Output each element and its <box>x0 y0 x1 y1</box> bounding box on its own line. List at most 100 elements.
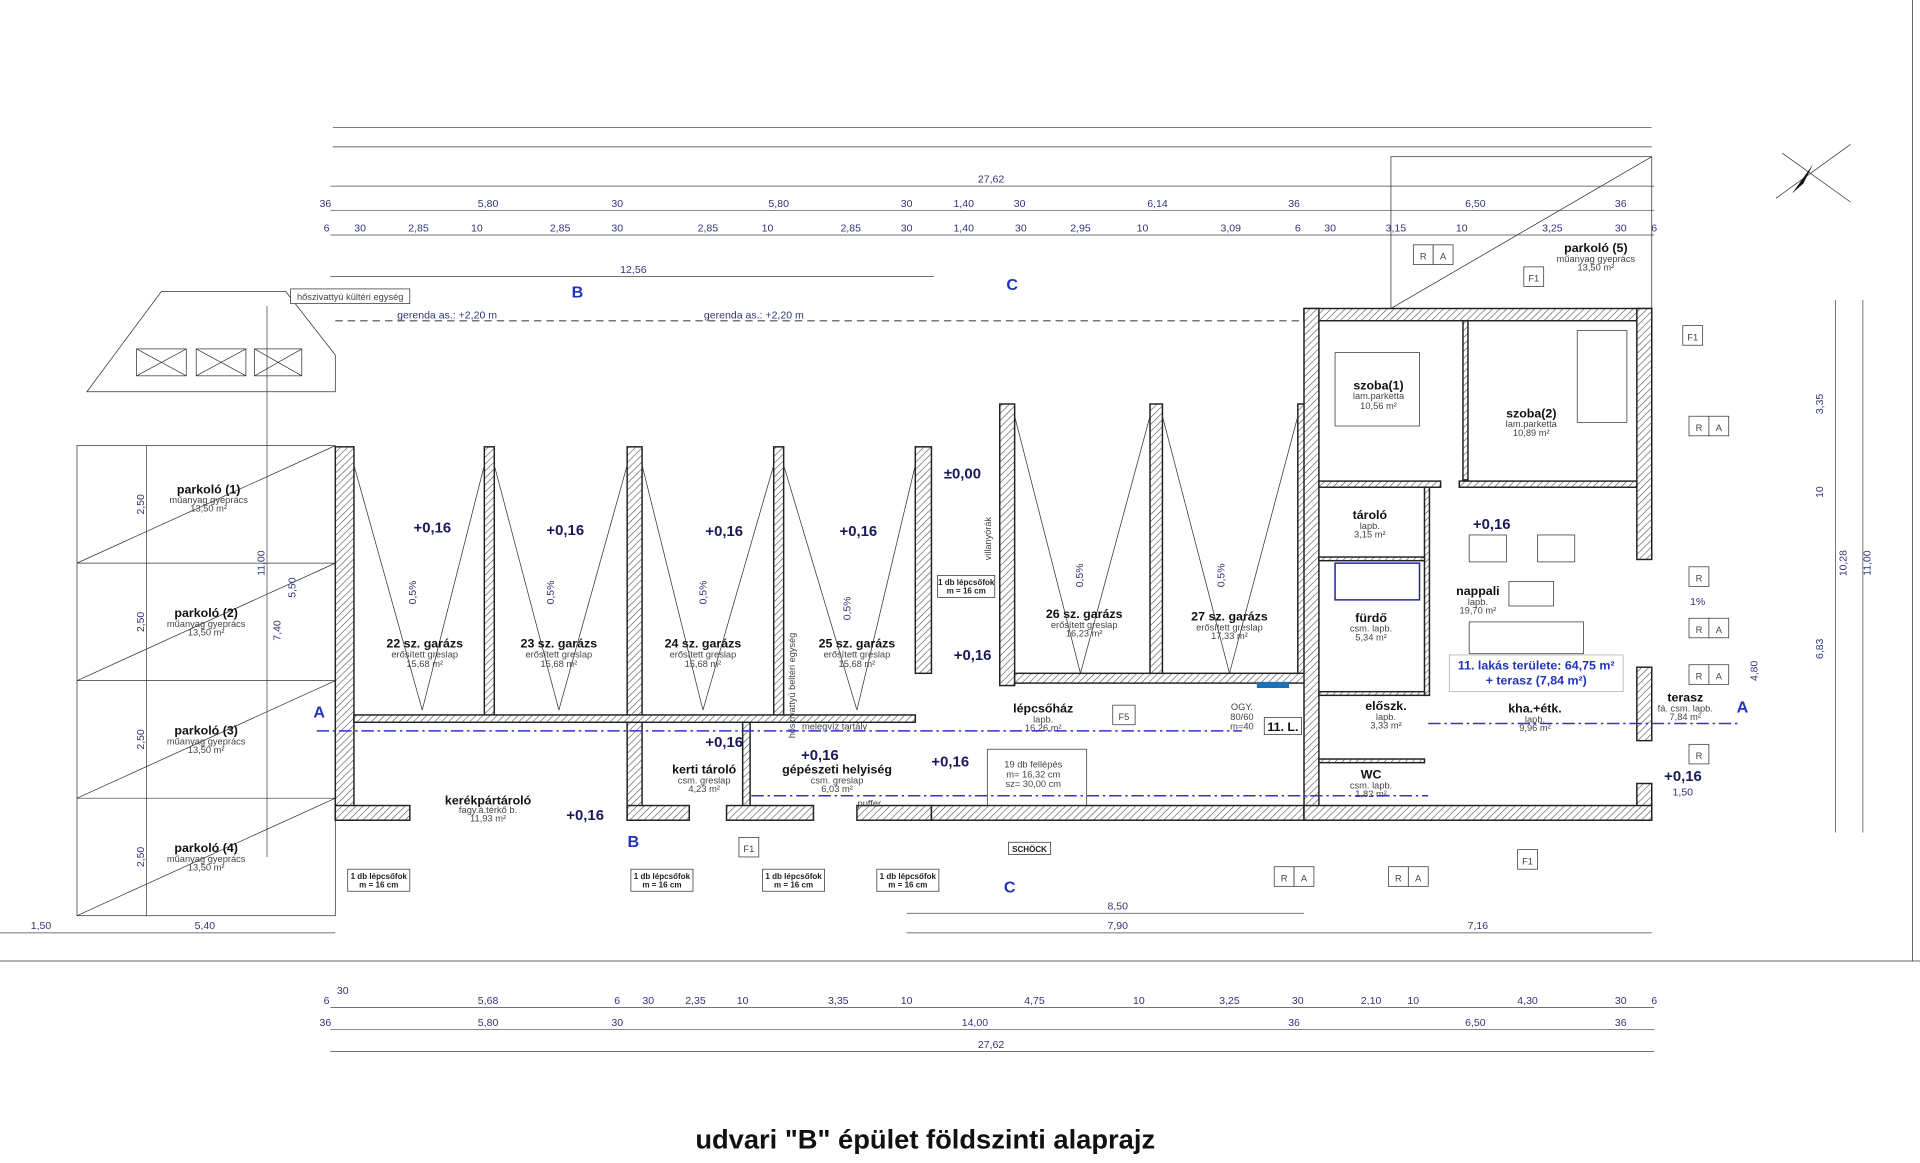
plan-label: 10 <box>1407 996 1419 1007</box>
plan-label: kerti tároló <box>672 763 737 777</box>
plan-label: +0,16 <box>931 754 969 770</box>
plan-label: OGY. <box>1231 702 1253 712</box>
plan-label: 2,85 <box>698 223 719 234</box>
plan-label: 6 <box>324 996 330 1007</box>
plan-label: 1 db lépcsőfok <box>765 872 822 881</box>
plan-label: R <box>1696 625 1703 635</box>
plan-label: 3,33 m² <box>1370 720 1402 730</box>
plan-label: villanyórák <box>983 517 993 561</box>
plan-label: 26 sz. garázs <box>1046 607 1123 621</box>
plan-label: 5,80 <box>478 199 499 210</box>
plan-label: 10,28 <box>1839 550 1850 576</box>
plan-label: 30 <box>1615 223 1627 234</box>
plan-label: 7,84 m² <box>1670 712 1702 722</box>
plan-label: 2,10 <box>1361 996 1382 1007</box>
plan-label: 6 <box>1651 223 1657 234</box>
plan-label: 10 <box>901 996 913 1007</box>
plan-label: 5,50 <box>288 577 299 597</box>
plan-label: 4,23 m² <box>688 784 720 794</box>
plan-label: F5 <box>1119 712 1130 722</box>
plan-label: 1,82 m² <box>1355 789 1387 799</box>
plan-label: 23 sz. garázs <box>521 637 598 651</box>
terrace-area: + terasz (7,84 m²) <box>1486 673 1587 687</box>
plan-label: 36 <box>1288 199 1300 210</box>
plan-label: erősített greslap <box>670 649 737 659</box>
plan-label: A <box>1301 873 1308 883</box>
plan-label: F1 <box>1522 856 1533 866</box>
plan-label: lam.parketta <box>1353 391 1405 401</box>
plan-label: 11,00 <box>1862 550 1873 575</box>
plan-label: erősített greslap <box>1051 620 1118 630</box>
plan-label: műanyag gyeprács <box>169 495 248 505</box>
plan-label: 10 <box>762 223 774 234</box>
plan-label: 11,93 m² <box>470 814 506 824</box>
plan-label: 6 <box>1651 996 1657 1007</box>
plan-label: 30 <box>1015 223 1027 234</box>
plan-label: melegvíz tartály <box>802 722 868 732</box>
room-name: parkoló (2) <box>174 606 237 620</box>
plan-label: kha.+étk. <box>1508 702 1562 716</box>
plan-label: 30 <box>901 199 913 210</box>
plan-label: R <box>1696 751 1703 761</box>
plan-label: +0,16 <box>705 735 743 751</box>
plan-label: műanyag gyeprács <box>167 736 246 746</box>
plan-label: 19,70 m² <box>1460 605 1497 615</box>
plan-label: 1 db lépcsőfok <box>634 872 691 881</box>
plan-label: csm. greslap <box>678 776 731 786</box>
plan-label: 30 <box>337 986 349 997</box>
plan-label: 16,23 m² <box>1066 629 1103 639</box>
plan-label: fagy.á.térkő b. <box>459 805 517 815</box>
plan-label: R <box>1696 423 1703 433</box>
plan-label: 7,90 <box>1107 921 1128 932</box>
plan-label: B <box>572 284 584 302</box>
plan-label: csm. lapb. <box>1350 780 1392 790</box>
plan-label: 36 <box>1288 1018 1300 1029</box>
top-dimensions: 27,62 36 5,80 30 5,80 30 1,40 30 6,14 36… <box>320 174 1657 278</box>
plan-label: lam.parketta <box>1506 419 1558 429</box>
plan-label: 4,30 <box>1517 996 1538 1007</box>
plan-label: m = 16 cm <box>359 881 398 890</box>
plan-label: 36 <box>320 199 332 210</box>
level-marker: +0,16 <box>414 521 452 537</box>
plan-label: 0,5% <box>408 581 419 605</box>
plan-label: 13,50 m² <box>188 862 225 872</box>
plan-label: 5,80 <box>478 1018 499 1029</box>
plan-label: A <box>1737 699 1749 717</box>
plan-label: F1 <box>1528 274 1539 284</box>
plan-label: 1,40 <box>953 223 974 234</box>
room-name: parkoló (3) <box>174 724 237 738</box>
beam-note: gerenda as.: +2,20 m <box>397 310 497 321</box>
plan-label: 13,50 m² <box>188 745 225 755</box>
plan-label: 1,50 <box>1673 788 1694 799</box>
plan-label: 6,50 <box>1465 199 1486 210</box>
level-marker: +0,16 <box>546 523 584 539</box>
plan-label: kerékpártároló <box>445 793 532 807</box>
plan-label: 9,96 m² <box>1519 723 1551 733</box>
plan-label: 16,26 m² <box>1025 723 1062 733</box>
plan-label: 13,50 m² <box>188 627 225 637</box>
plan-label: 7,40 <box>273 620 284 640</box>
plan-label: 36 <box>320 1018 332 1029</box>
plan-label: R <box>1281 873 1288 883</box>
room-name: parkoló (1) <box>177 482 240 496</box>
plan-label: lapb. <box>1360 521 1380 531</box>
plan-label: lapb. <box>1468 597 1488 607</box>
plan-label: 4,80 <box>1749 661 1760 681</box>
plan-label: 13,50 m² <box>190 504 227 514</box>
plan-label: 10 <box>471 223 483 234</box>
plan-label: hőszivattyú beltéri egység <box>787 633 797 738</box>
plan-label: 15,68 m² <box>541 659 578 669</box>
plan-label: WC <box>1361 768 1382 782</box>
plan-label: 5,40 <box>195 921 216 932</box>
plan-label: 27,62 <box>978 174 1005 185</box>
plan-label: puffer <box>858 799 882 809</box>
plan-label: 13,50 m² <box>1578 263 1615 273</box>
plan-label: +0,16 <box>801 748 839 764</box>
plan-label: 1,40 <box>953 199 974 210</box>
north-arrow-icon <box>1775 144 1851 203</box>
plan-label: 14,00 <box>962 1018 989 1029</box>
plan-label: m = 16 cm <box>947 587 986 596</box>
plan-label: 2,50 <box>136 612 147 632</box>
plan-label: 30 <box>354 223 366 234</box>
